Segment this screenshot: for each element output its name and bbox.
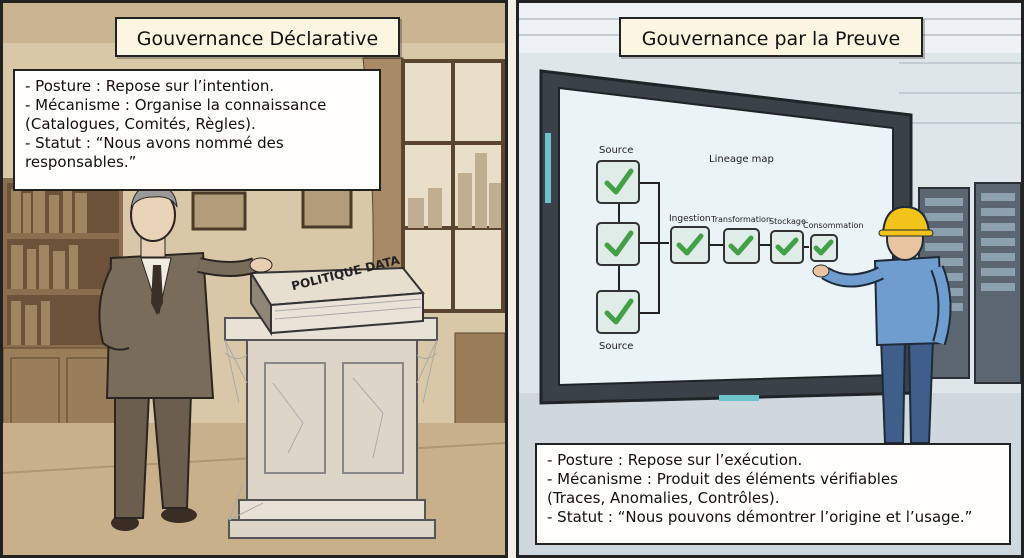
source-top-label: Source: [599, 145, 633, 156]
step-consommation-label: Consommation: [803, 221, 863, 230]
left-mechanism-line: - Mécanisme : Organise la connaissance: [25, 96, 327, 114]
left-description-box: - Posture : Repose sur l’intention. - Mé…: [13, 69, 381, 191]
evidence-panel: Lineage map: [516, 0, 1024, 558]
left-status-continuation-line: responsables.”: [25, 153, 137, 171]
right-posture-line: - Posture : Repose sur l’exécution.: [547, 451, 803, 469]
step-ingestion-label: Ingestion: [669, 214, 711, 224]
right-title-caption: Gouvernance par la Preuve: [619, 17, 923, 57]
lineage-map-title: Lineage map: [709, 154, 774, 165]
left-title-caption: Gouvernance Déclarative: [115, 17, 400, 57]
declarative-panel: POLITIQUE DATA Gouvernance Déclarative -…: [0, 0, 508, 558]
right-title: Gouvernance par la Preuve: [641, 28, 901, 50]
left-mechanism-detail-line: (Catalogues, Comités, Règles).: [25, 115, 256, 133]
right-status-line: - Statut : “Nous pouvons démontrer l’ori…: [547, 508, 973, 526]
right-mechanism-line: - Mécanisme : Produit des éléments vérif…: [547, 470, 898, 488]
left-status-line: - Statut : “Nous avons nommé des: [25, 134, 284, 152]
step-stockage-label: Stockage: [769, 217, 806, 226]
right-description-box: - Posture : Repose sur l’exécution. - Mé…: [535, 443, 1011, 545]
right-mechanism-detail-line: (Traces, Anomalies, Contrôles).: [547, 489, 780, 507]
left-title: Gouvernance Déclarative: [136, 28, 379, 50]
step-transformation-label: Transformation: [710, 215, 771, 224]
source-bottom-label: Source: [599, 341, 633, 352]
left-posture-line: - Posture : Repose sur l’intention.: [25, 77, 275, 95]
